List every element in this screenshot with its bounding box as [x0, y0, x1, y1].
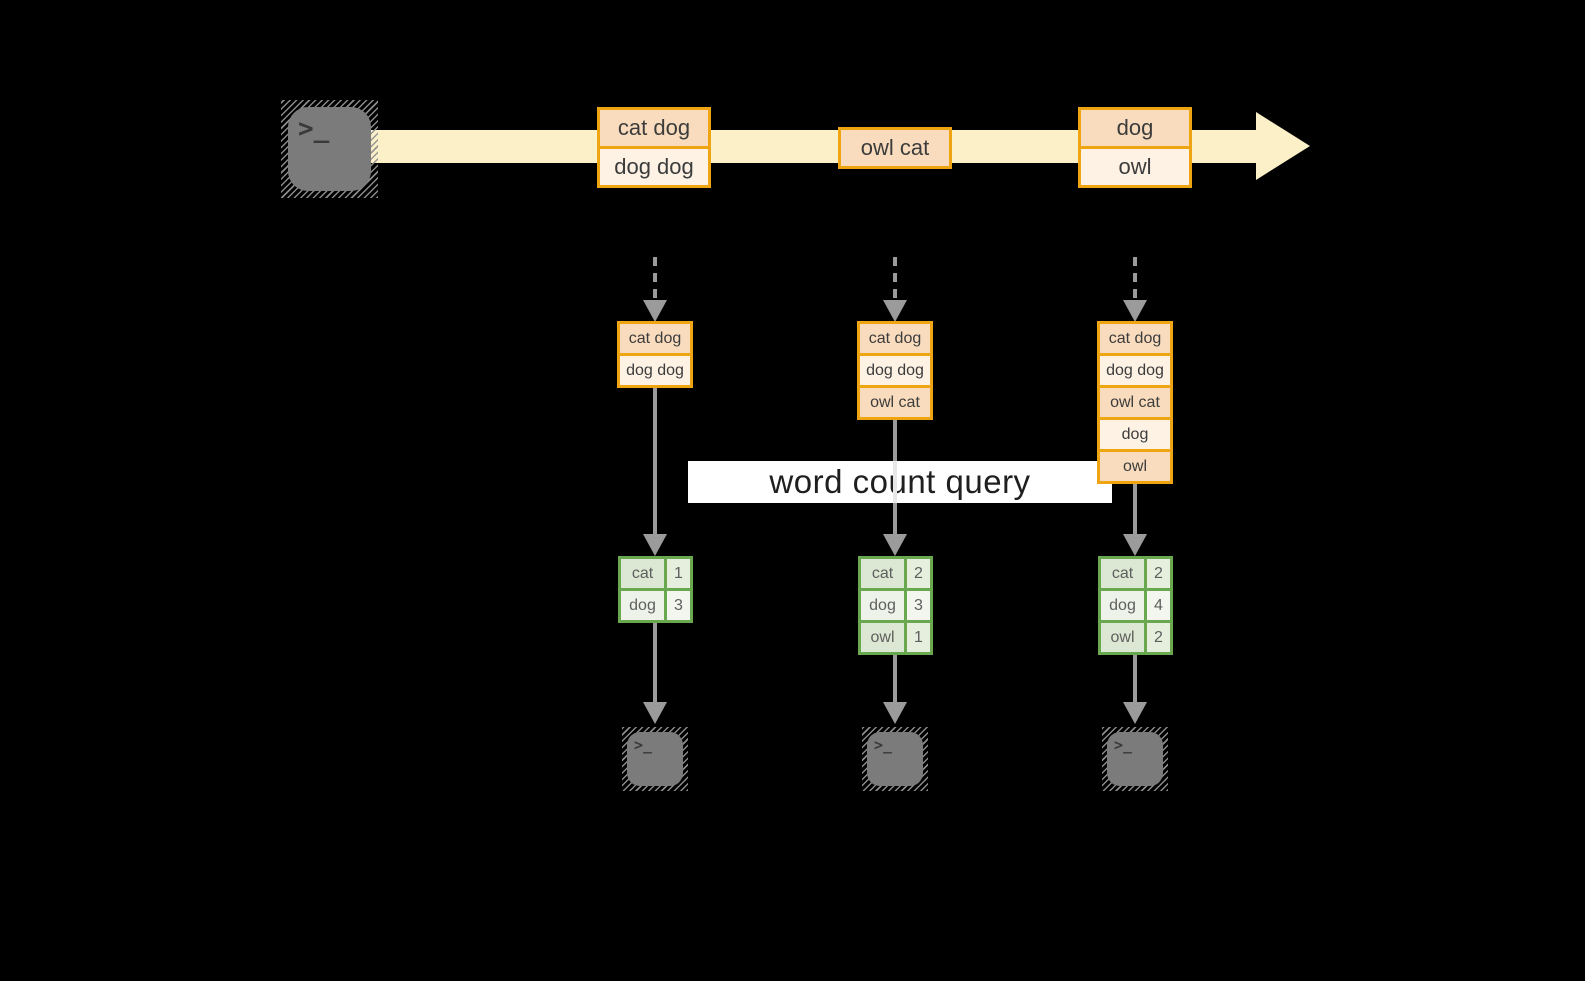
count-word-cell: dog	[861, 591, 907, 620]
query-arrowhead-icon-1	[643, 534, 667, 556]
dashed-arrow-line-2	[893, 257, 897, 300]
count-value-cell: 3	[667, 591, 690, 620]
count-word-cell: cat	[621, 559, 667, 588]
output-terminal-icon-3: >_	[1102, 727, 1168, 791]
terminal-screen	[288, 107, 371, 191]
count-word-cell: cat	[1101, 559, 1147, 588]
count-word-cell: cat	[861, 559, 907, 588]
query-arrowhead-icon-3	[1123, 534, 1147, 556]
output-arrow-line-1	[653, 623, 657, 702]
output-terminal-icon-2: >_	[862, 727, 928, 791]
count-value-cell: 4	[1147, 591, 1170, 620]
count-value-cell: 1	[667, 559, 690, 588]
count-word-cell: dog	[621, 591, 667, 620]
query-arrowhead-icon-2	[883, 534, 907, 556]
terminal-screen	[627, 732, 683, 786]
buffer-row: dog dog	[1100, 353, 1170, 385]
buffer-row: cat dog	[1100, 324, 1170, 353]
output-arrow-line-3	[1133, 655, 1137, 702]
count-word-cell: dog	[1101, 591, 1147, 620]
stream-event-row: cat dog	[600, 110, 708, 146]
terminal-prompt-glyph: >_	[874, 736, 893, 754]
source-terminal-icon: >_	[281, 100, 378, 198]
query-arrow-line-1	[653, 388, 657, 534]
stream-timeline-arrowhead-icon	[1256, 112, 1310, 180]
query-arrow-line-3	[1133, 484, 1137, 534]
buffer-row: cat dog	[860, 324, 930, 353]
count-value-cell: 2	[1147, 623, 1170, 652]
output-arrow-line-2	[893, 655, 897, 702]
count-word-cell: owl	[1101, 623, 1147, 652]
terminal-prompt-glyph: >_	[298, 114, 330, 144]
terminal-screen	[1107, 732, 1163, 786]
dashed-arrowhead-icon-3	[1123, 300, 1147, 322]
dashed-arrow-line-3	[1133, 257, 1137, 300]
terminal-screen	[867, 732, 923, 786]
count-value-cell: 2	[1147, 559, 1170, 588]
buffer-row: cat dog	[620, 324, 690, 353]
buffer-row: owl cat	[1100, 385, 1170, 417]
stream-event-row: dog	[1081, 110, 1189, 146]
output-arrowhead-icon-3	[1123, 702, 1147, 724]
output-arrowhead-icon-1	[643, 702, 667, 724]
count-value-cell: 2	[907, 559, 930, 588]
count-value-cell: 3	[907, 591, 930, 620]
dashed-arrow-line-1	[653, 257, 657, 300]
output-terminal-icon-1: >_	[622, 727, 688, 791]
buffer-row: owl cat	[860, 385, 930, 417]
stream-event-box-2: owl cat	[838, 127, 952, 169]
stream-event-row: dog dog	[600, 146, 708, 185]
terminal-prompt-glyph: >_	[1114, 736, 1133, 754]
dashed-arrowhead-icon-1	[643, 300, 667, 322]
query-label: word count query	[769, 463, 1031, 500]
stream-event-row: owl	[1081, 146, 1189, 185]
terminal-prompt-glyph: >_	[634, 736, 653, 754]
count-value-cell: 1	[907, 623, 930, 652]
query-label-band: word count query	[688, 461, 1112, 503]
query-arrow-overlay-segment	[893, 461, 897, 503]
stream-event-row: owl cat	[841, 130, 949, 166]
dashed-arrowhead-icon-2	[883, 300, 907, 322]
buffer-row: owl	[1100, 449, 1170, 481]
output-arrowhead-icon-2	[883, 702, 907, 724]
buffer-row: dog	[1100, 417, 1170, 449]
buffer-row: dog dog	[860, 353, 930, 385]
count-word-cell: owl	[861, 623, 907, 652]
buffer-row: dog dog	[620, 353, 690, 385]
